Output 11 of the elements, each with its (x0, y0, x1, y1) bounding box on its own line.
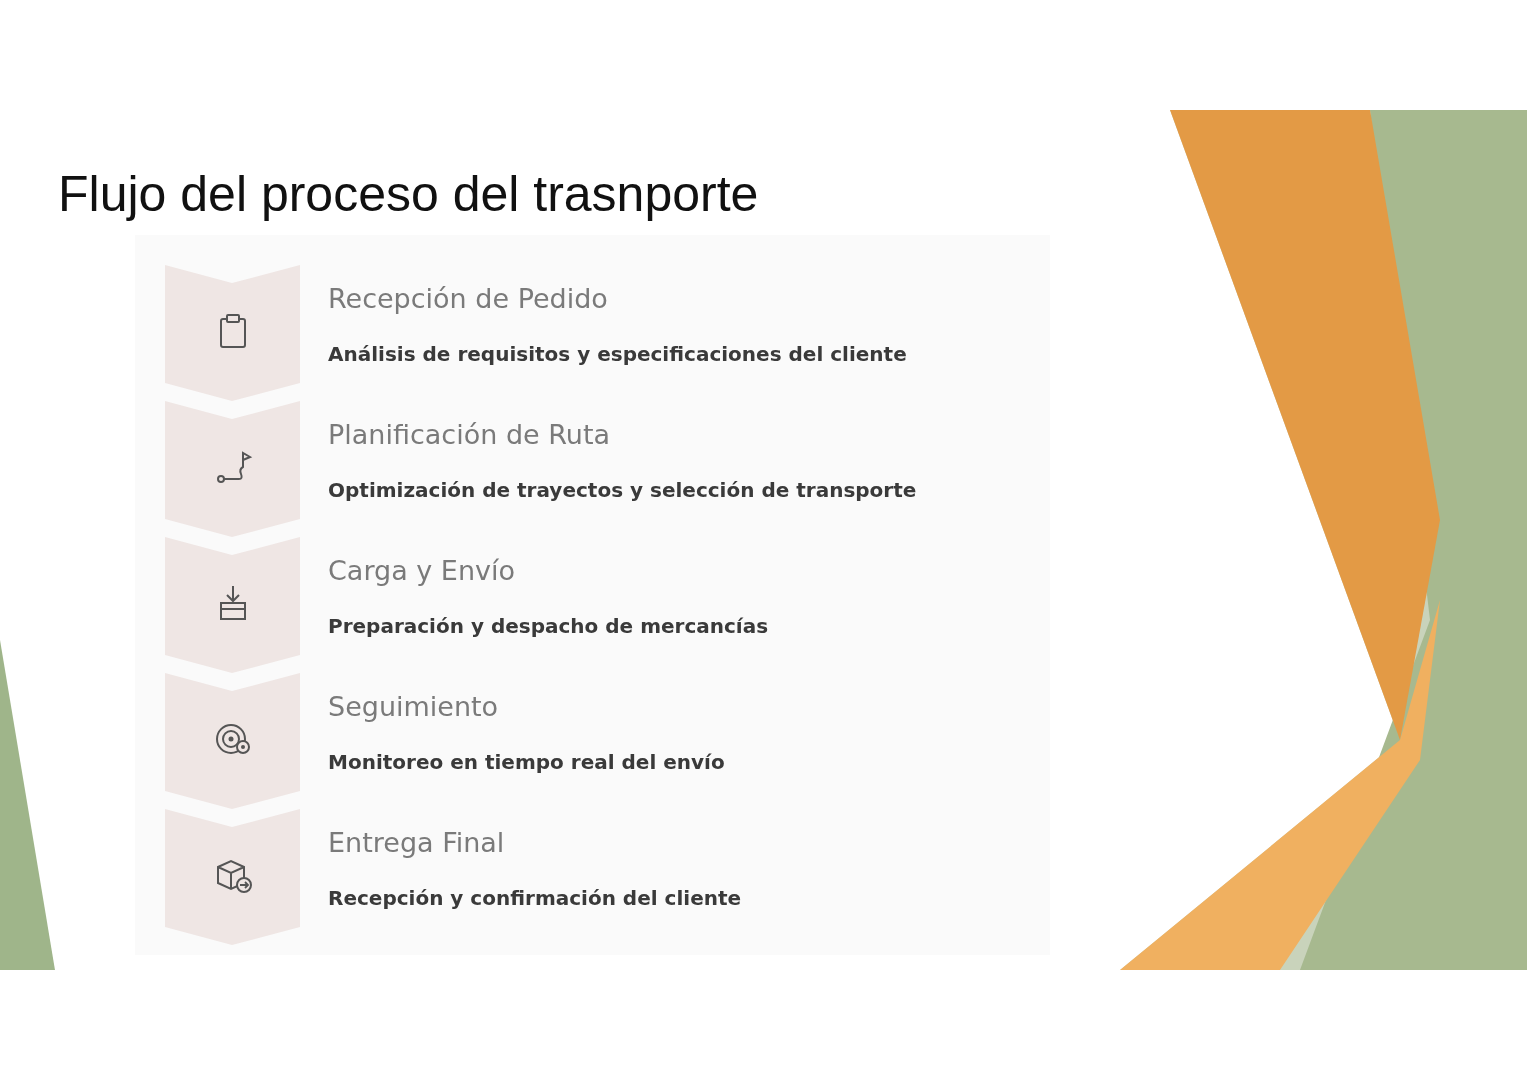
step-description: Optimización de trayectos y selección de transporte (328, 478, 917, 502)
step-heading: Recepción de Pedido (328, 283, 608, 314)
step-heading: Seguimiento (328, 691, 499, 722)
step-heading: Carga y Envío (328, 555, 516, 586)
step-heading: Entrega Final (328, 827, 505, 858)
slide-title: Flujo del proceso del trasnporte (58, 165, 759, 223)
step-description: Monitoreo en tiempo real del envío (328, 750, 725, 774)
step-description: Recepción y confirmación del cliente (328, 886, 742, 910)
step-description: Análisis de requisitos y especificaciones del cliente (328, 342, 907, 366)
step-description: Preparación y despacho de mercancías (328, 614, 769, 638)
step-heading: Planificación de Ruta (328, 419, 611, 450)
